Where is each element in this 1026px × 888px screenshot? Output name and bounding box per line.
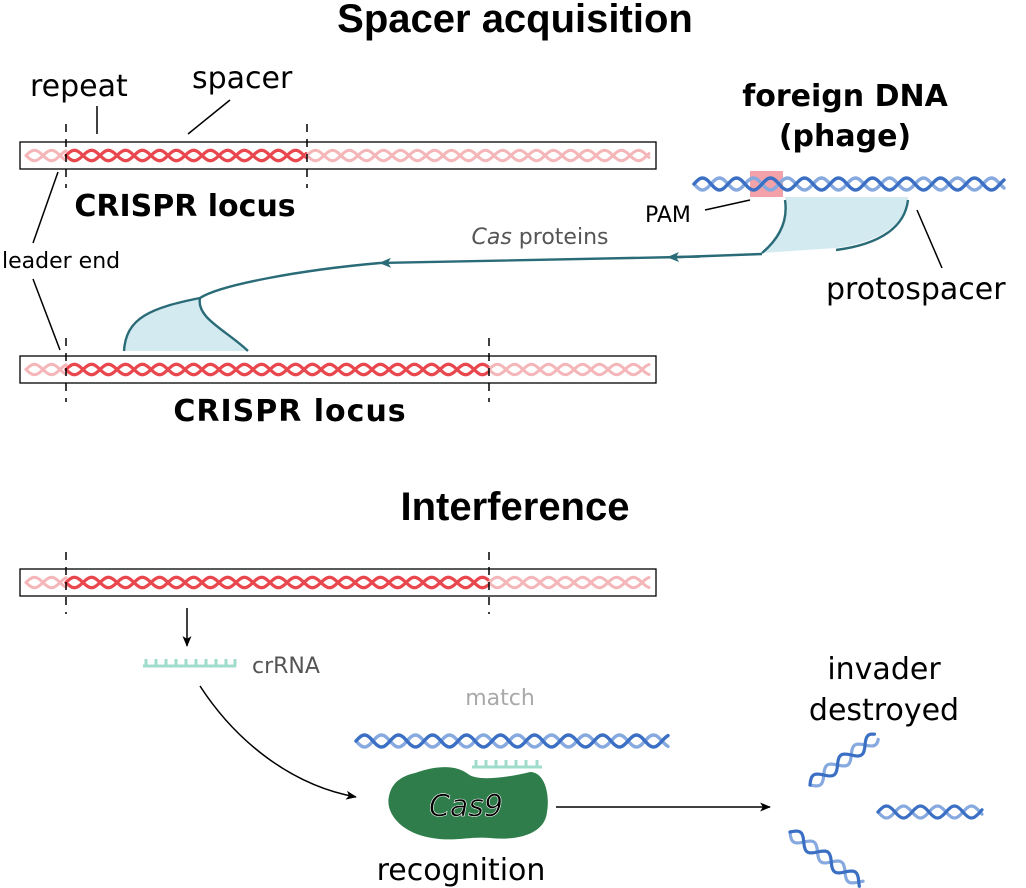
crispr-helix-bottom <box>24 575 651 590</box>
foreign-dna-label-line1: foreign DNA <box>742 79 948 114</box>
dna-fragments <box>788 732 984 888</box>
leader-faded-strand-b <box>24 362 68 377</box>
cas-transfer-arrow <box>379 252 763 268</box>
cas9-protein <box>388 767 548 840</box>
target-dna-helix <box>354 733 670 749</box>
phage-strand-dark <box>692 176 1006 192</box>
fragment-upper-strand-light <box>808 737 880 788</box>
target-strand-dark <box>354 733 670 749</box>
spacer-pointer <box>187 99 231 135</box>
trailing-faded-strand-b <box>487 575 651 590</box>
match-label: match <box>465 686 535 711</box>
arrow-mid-head <box>667 251 701 262</box>
phage-dna-helix <box>692 176 1006 192</box>
cas9-label: Cas9 <box>429 789 503 824</box>
repeat-spacer-strand-b <box>64 148 308 163</box>
foreign-dna-label-line2: (phage) <box>779 119 911 154</box>
crispr-locus-box-bottom <box>19 568 657 597</box>
pam-pointer <box>704 199 751 211</box>
protospacer-region <box>762 197 908 253</box>
fragment-lower-strand-dark <box>788 829 861 888</box>
leader-end-pointer-down <box>32 278 61 351</box>
cas-proteins-label: Cas proteins <box>472 225 609 250</box>
integration-arrow <box>199 261 381 300</box>
recognition-label: recognition <box>377 853 546 888</box>
invader-label-line1: invader <box>827 652 941 687</box>
protospacer-outline <box>761 199 910 254</box>
pam-label: PAM <box>645 203 691 228</box>
invader-label-line2: destroyed <box>809 693 959 728</box>
fragment-lower <box>788 829 865 888</box>
crispr-helix-top <box>24 148 651 163</box>
acquisition-title: Spacer acquisition <box>337 0 693 41</box>
fragment-upper <box>808 732 880 788</box>
repeat-spacer-strand-b <box>64 575 490 590</box>
fragment-upper-strand-dark <box>808 732 877 787</box>
spacer-label: spacer <box>192 61 293 96</box>
trailing-faded-strand-a <box>487 575 651 590</box>
repeat-label: repeat <box>30 69 128 104</box>
crrna-strand <box>143 659 237 668</box>
new-spacer-outline <box>122 296 249 352</box>
repeat-spacer-strand-a <box>64 362 490 377</box>
repeat-spacer-strand-b <box>64 362 490 377</box>
fragment-right <box>876 804 984 820</box>
loading-arrow <box>199 685 357 800</box>
bound-crrna <box>472 760 542 769</box>
crispr-locus-label-middle: CRISPR locus <box>173 394 406 429</box>
trailing-faded-strand-b <box>487 362 651 377</box>
new-spacer-insert <box>124 298 248 351</box>
leader-end-pointer-up <box>32 171 59 244</box>
leader-faded-strand-b <box>24 148 68 163</box>
fragment-lower-strand-light <box>788 830 865 885</box>
cas-italic-text: Cas <box>472 225 512 250</box>
crrna-label: crRNA <box>252 654 320 679</box>
repeat-spacer-strand-a <box>64 575 490 590</box>
interference-title: Interference <box>401 485 630 529</box>
fragment-right-strand-dark <box>876 804 984 820</box>
protospacer-label: protospacer <box>826 272 1006 307</box>
protospacer-pointer <box>916 209 943 269</box>
cas-proteins-text: proteins <box>512 225 609 250</box>
crispr-helix-middle <box>24 362 651 377</box>
crispr-locus-box-top <box>19 141 657 170</box>
trailing-faded-strand-a <box>487 362 651 377</box>
leader-faded-strand-b <box>24 575 68 590</box>
crispr-locus-label-top: CRISPR locus <box>74 189 295 224</box>
leader-end-label: leader end <box>2 249 120 274</box>
trailing-faded-strand-b <box>305 148 651 163</box>
